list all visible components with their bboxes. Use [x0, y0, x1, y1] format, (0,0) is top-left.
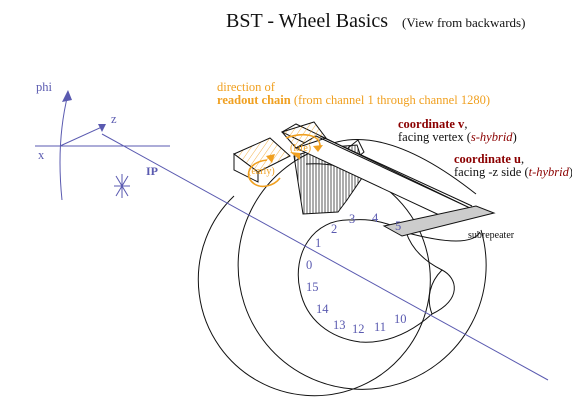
- sector-number: 5: [395, 219, 402, 233]
- front-ring-notch: [403, 231, 481, 242]
- coord-v-label: coordinate v,: [398, 117, 468, 131]
- z-axis-short: [59, 125, 105, 147]
- sector-number: 2: [331, 222, 338, 236]
- front-ring-outer-top: [320, 139, 477, 195]
- z-axis-line: [101, 133, 549, 381]
- subrepeater-box[interactable]: [382, 205, 496, 237]
- sector-number: 13: [333, 318, 346, 332]
- arrow-early-head: [266, 154, 275, 163]
- sector-number: 14: [316, 302, 329, 316]
- subrepeater-label: subrepeater: [468, 230, 515, 241]
- sector-number: 0: [306, 258, 313, 272]
- back-ring: [197, 163, 431, 397]
- readout-arrows: [247, 133, 321, 188]
- arrow-late-head: [313, 145, 323, 152]
- beam-edge: [319, 135, 473, 207]
- back-ring-outer: [197, 163, 431, 397]
- arrow-mid-head: [290, 152, 300, 160]
- coord-u-desc: facing -z side (t-hybrid): [454, 165, 572, 179]
- arrow-heads: [266, 145, 323, 163]
- sector-number: 4: [372, 211, 379, 225]
- early-label: (early): [248, 166, 275, 177]
- hybrid-boxes: [233, 121, 327, 183]
- x-label: x: [38, 148, 45, 162]
- phi-arrow-head: [62, 90, 72, 102]
- arrow-early: [247, 159, 281, 188]
- z-label: z: [111, 112, 117, 126]
- page-title: BST - Wheel Basics(View from backwards): [226, 10, 526, 32]
- readout-line-1: direction of: [217, 80, 275, 94]
- readout-rest: (from channel 1 through channel 1280): [290, 93, 490, 107]
- readout-strong: readout chain: [217, 93, 291, 107]
- front-ring: [237, 139, 487, 390]
- hybrid-early-side: [233, 153, 259, 183]
- sector-number: 15: [306, 280, 319, 294]
- coordinate-axes: [35, 93, 549, 381]
- sector-number: 11: [374, 320, 387, 334]
- sector-number: 12: [352, 322, 365, 336]
- sector-number: 3: [349, 212, 356, 226]
- readout-line-2: readout chain (from channel 1 through ch…: [217, 93, 490, 107]
- phi-label: phi: [36, 80, 52, 94]
- page-subtitle: (View from backwards): [402, 15, 526, 30]
- phi-curve: [59, 93, 69, 201]
- front-ring-outer: [237, 147, 487, 390]
- coord-u-label: coordinate u,: [454, 152, 525, 166]
- inner-hole-rim: [431, 269, 455, 315]
- sector-number: 1: [315, 236, 322, 250]
- ip-label: IP: [146, 164, 158, 178]
- z-arrow-head: [98, 124, 106, 132]
- coord-v-desc: facing vertex (s-hybrid): [398, 130, 517, 144]
- ip-star-icon: [114, 174, 130, 198]
- late-label: (late): [290, 143, 312, 154]
- arrow-late: [285, 133, 321, 147]
- sector-number: 10: [394, 312, 407, 326]
